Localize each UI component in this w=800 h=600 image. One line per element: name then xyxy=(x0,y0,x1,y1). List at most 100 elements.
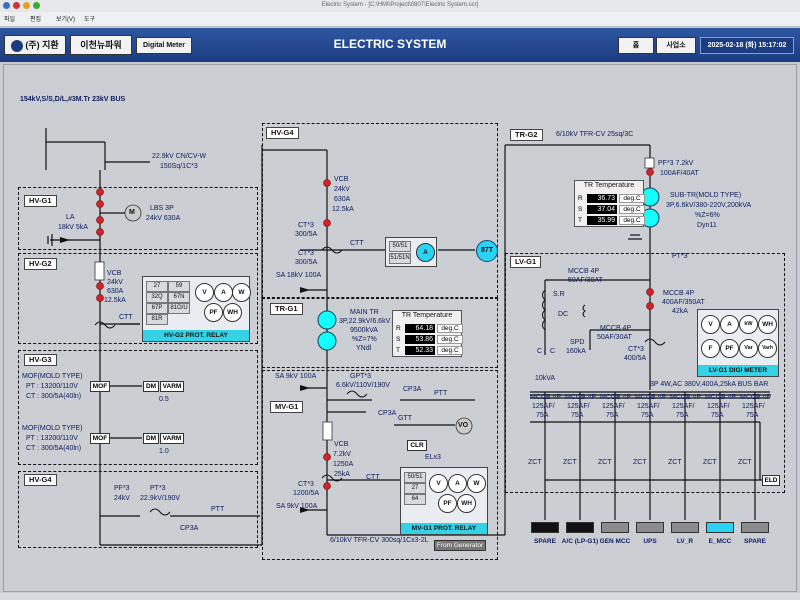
close-icon[interactable] xyxy=(13,2,20,9)
feeder-load-box[interactable] xyxy=(566,522,594,533)
mof1-value: 0.5 xyxy=(159,396,169,403)
feeder-load-label: E_MCC xyxy=(708,538,732,545)
unit-r: deg.C xyxy=(437,324,463,333)
relay-cell-50-51: 50/51 xyxy=(389,241,411,252)
plant-button[interactable]: 이천뉴파워 xyxy=(70,35,132,55)
maximize-icon[interactable] xyxy=(33,2,40,9)
relay-cell-51-51n: 51/51N xyxy=(389,253,411,264)
mof2-ct: CT : 300/5A(40ln) xyxy=(26,445,82,452)
mvg1-relay-panel[interactable]: 50/51 27 64 V A W PF WH MV-G1 PROT. RELA… xyxy=(400,467,488,535)
section-hv-g4-mid: HV-G4 xyxy=(266,127,299,139)
feeder-mccb-l3: 75A xyxy=(641,412,654,419)
mof2-box[interactable]: MOF xyxy=(90,433,110,444)
ct-hvg4a-l1: CT*3 xyxy=(298,222,314,229)
hv-g1-frame xyxy=(18,187,258,250)
feeder-load-box[interactable] xyxy=(671,522,699,533)
meter-a: A xyxy=(214,283,233,302)
section-tr-g1: TR-G1 xyxy=(270,303,303,315)
lv-g1-frame xyxy=(505,253,785,493)
meter-w: W xyxy=(232,283,251,302)
mof2-varm[interactable]: VARM xyxy=(160,433,184,444)
minimize-icon[interactable] xyxy=(23,2,30,9)
mv-clr[interactable]: CLR xyxy=(407,440,427,451)
mv-ptt: PTT xyxy=(434,390,448,397)
mof1-dm[interactable]: DM xyxy=(143,381,159,392)
feeder-zct: ZCT xyxy=(598,459,612,466)
feeder-mccb-l3: 75A xyxy=(746,412,759,419)
sa-mvg1-bottom: SA 9kV 100A xyxy=(276,503,318,510)
sub-tr-l3: %Z=6% xyxy=(695,212,720,219)
hv-g3-frame xyxy=(18,350,258,465)
mccb-sr-l2: 50AF/30AT xyxy=(568,277,603,284)
lvg1-meter-title: LV-G1 DIGI METER xyxy=(698,365,778,376)
temp-t: 35.99 xyxy=(587,216,617,225)
menu-edit[interactable]: 편집 xyxy=(30,17,42,23)
spd-l1: SPD xyxy=(570,339,585,346)
unit-r: deg.C xyxy=(619,194,645,203)
logo-text: (주) 지환 xyxy=(25,40,59,50)
section-tr-g2: TR-G2 xyxy=(510,129,543,141)
feeder-mccb-l2: 125AF/ xyxy=(567,403,590,410)
lbs-rating: 24kV 630A xyxy=(146,215,181,222)
feeder-mccb-l1: MCCB 4P xyxy=(565,394,597,401)
mof1-box[interactable]: MOF xyxy=(90,381,110,392)
hvg4-relay-panel[interactable]: 50/51 51/51N A xyxy=(385,237,437,267)
relay-cell-50-51: 50/51 xyxy=(404,472,426,483)
lbs-label: LBS 3P xyxy=(150,205,174,212)
sr-label: S.R xyxy=(553,291,565,298)
87t-button[interactable]: 87T xyxy=(476,240,498,262)
from-generator-button[interactable]: From Generator xyxy=(434,540,486,551)
mof1-varm[interactable]: VARM xyxy=(160,381,184,392)
vcb-mv-l3: 1250A xyxy=(333,461,354,468)
section-lv-g1: LV-G1 xyxy=(510,256,542,268)
relay-cell-64: 64 xyxy=(404,494,426,505)
mv-vo: VO xyxy=(458,422,469,429)
menu-tools[interactable]: 도구 xyxy=(84,17,96,23)
menu-view[interactable]: 보기(V) xyxy=(56,17,76,23)
feeder-mccb-l3: 75A xyxy=(606,412,619,419)
pt-hvg4-l1: PT*3 xyxy=(150,485,166,492)
feeder-load-box[interactable] xyxy=(531,522,559,533)
main-tr-l3: 9500kVA xyxy=(350,327,378,334)
lvg1-meter-panel[interactable]: V A kW WH F PF Var Varh LV-G1 DIGI METER xyxy=(697,309,779,377)
eld-box[interactable]: ELD xyxy=(762,475,780,486)
vcb-mv-l2: 7.2kV xyxy=(333,451,351,458)
cable-22kv-line1: 22.9kV CN/CV-W xyxy=(152,153,207,160)
lbs-motor-icon: M xyxy=(129,209,135,216)
vcb-mv-l1: VCB xyxy=(334,441,349,448)
ptt-hvg4: PTT xyxy=(211,506,225,513)
home-button[interactable]: 홈 xyxy=(618,37,654,54)
vcb-mv-l4: 25kA xyxy=(334,471,350,478)
vcb-hvg2-l3: 630A xyxy=(107,288,124,295)
feeder-mccb-l2: 125AF/ xyxy=(742,403,765,410)
phase-s: S xyxy=(396,336,401,343)
header-bar: (주) 지환 이천뉴파워 Digital Meter ELECTRIC SYST… xyxy=(0,28,800,62)
mccb-main-l2: 400AF/350AT xyxy=(662,299,705,306)
sub-tr-l4: Dyn11 xyxy=(697,222,717,229)
feeder-load-box[interactable] xyxy=(601,522,629,533)
meter-a: A xyxy=(448,474,467,493)
c-label-1: C xyxy=(537,348,543,355)
feeder-zct: ZCT xyxy=(738,459,752,466)
sub-tr-temperature: TR Temperature R 36.73 deg.C S 37.04 deg… xyxy=(574,180,645,227)
ct-hvg4b-l2: 300/5A xyxy=(295,259,318,266)
site-button[interactable]: 사업소 xyxy=(656,37,696,54)
mof2-dm[interactable]: DM xyxy=(143,433,159,444)
ctt-hvg2-label: CTT xyxy=(119,314,133,321)
menu-file[interactable]: 파일 xyxy=(4,17,16,23)
cable-mv: 6/10kV TFR-CV 300sq/1Cx3-2L xyxy=(330,537,429,544)
temp-r: 64.18 xyxy=(405,324,435,333)
section-mv-g1: MV-G1 xyxy=(270,401,304,413)
tr-g1-frame xyxy=(262,298,498,368)
feeder-load-box[interactable] xyxy=(741,522,769,533)
mvg1-relay-title: MV-G1 PROT. RELAY xyxy=(401,523,487,534)
phase-t: T xyxy=(578,217,582,224)
digital-meter-button[interactable]: Digital Meter xyxy=(136,37,192,54)
feeder-load-box[interactable] xyxy=(706,522,734,533)
sub-tr-temp-title: TR Temperature xyxy=(583,182,635,189)
hvg2-relay-panel[interactable]: 27 59 32Q 67N 67P 81O/U 81R V A W PF WH … xyxy=(142,276,251,342)
ct-mv-l2: 1200/5A xyxy=(293,490,320,497)
feeder-load-box[interactable] xyxy=(636,522,664,533)
mccb-main-l1: MCCB 4P xyxy=(663,290,695,297)
meter-wh: WH xyxy=(457,494,476,513)
